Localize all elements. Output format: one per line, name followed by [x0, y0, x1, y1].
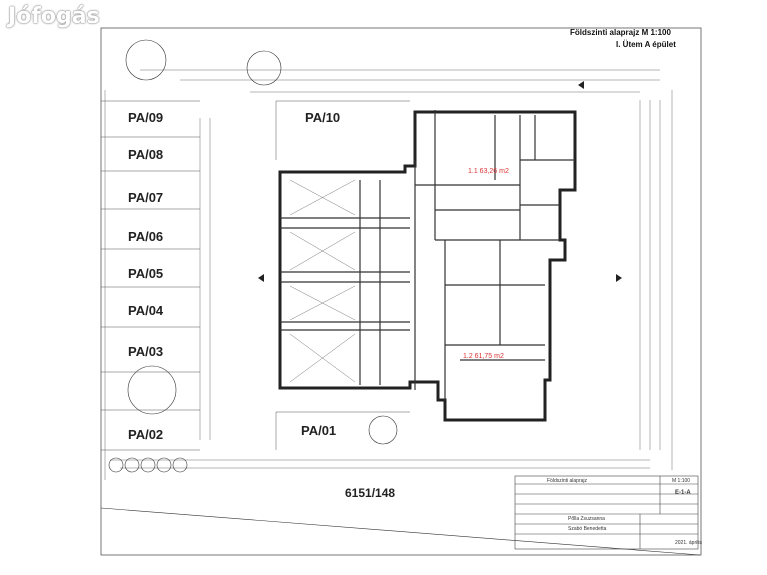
tb-date: 2021. április — [675, 540, 702, 546]
site-boundary-line — [100, 507, 701, 556]
lot-label: PA/03 — [128, 344, 164, 359]
lot-label: PA/08 — [128, 147, 164, 162]
lot-label: PA/01 — [301, 423, 337, 438]
interior-walls — [280, 110, 575, 400]
building-outline — [278, 110, 577, 422]
plan-subtitle: I. Ütem A épület — [616, 40, 676, 49]
lot-label: PA/06 — [128, 229, 164, 244]
dimension-chains — [104, 69, 673, 480]
title-block-frame — [514, 475, 699, 550]
tb-sheet: E-1-A — [675, 490, 691, 496]
lot-label: PA/04 — [128, 303, 164, 318]
lot-label: PA/10 — [305, 110, 341, 125]
tb-scale: M 1:100 — [672, 478, 691, 484]
lot-label: PA/02 — [128, 427, 164, 442]
tb-drawing-name: Földszinti alaprajz — [547, 478, 588, 484]
parcel-number: 6151/148 — [345, 486, 396, 500]
area-label: 1.2 61,75 m2 — [463, 353, 504, 360]
lot-lines — [101, 100, 410, 451]
lot-label: PA/05 — [128, 266, 164, 281]
watermark-logo: Jófogás — [8, 4, 100, 29]
tb-designer: Pőlla Zsuzsanna — [568, 516, 605, 522]
plan-title: Földszinti alaprajz M 1:100 — [570, 28, 671, 37]
lot-label: PA/09 — [128, 110, 164, 125]
area-label: 1.1 63,26 m2 — [468, 168, 509, 175]
room-diagonals — [289, 179, 356, 383]
tb-designer2: Szabó Benedetta — [568, 526, 607, 532]
section-markers — [258, 81, 622, 282]
trees — [108, 39, 398, 473]
sheet-border — [100, 27, 702, 556]
lot-label: PA/07 — [128, 190, 164, 205]
